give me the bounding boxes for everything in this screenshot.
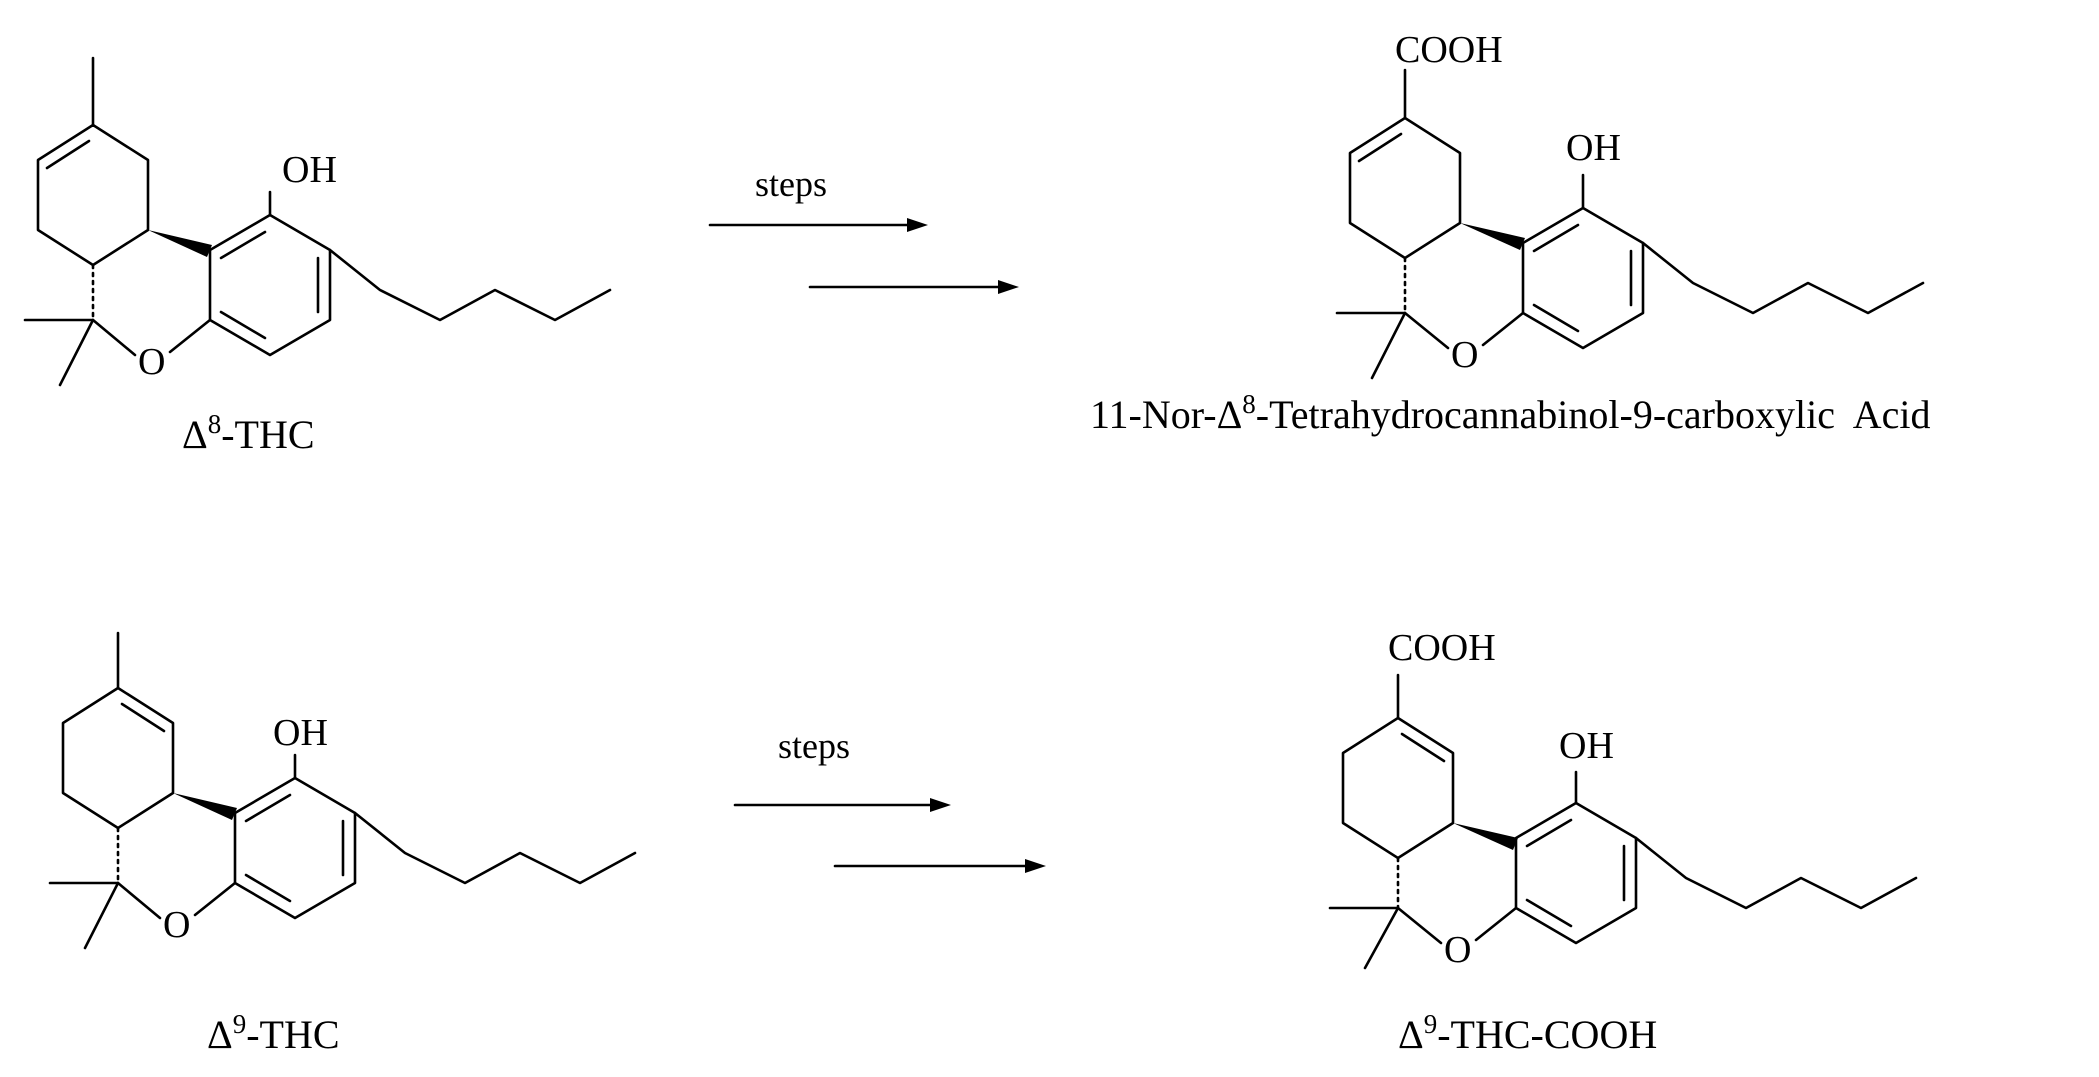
compound-label-delta9-thc-cooh: Δ9-THC-COOH (1398, 1009, 1657, 1057)
atom-label-oh: OH (282, 149, 337, 191)
compound-label-delta9-thc: Δ9-THC (207, 1009, 340, 1057)
compound-label-delta8-thc: Δ8-THC (182, 409, 315, 457)
atom-label-cooh: COOH (1388, 627, 1496, 669)
atom-label-oh: OH (273, 712, 328, 754)
atom-label-ring-oxygen: O (138, 341, 165, 383)
atom-label-ring-oxygen: O (1451, 334, 1478, 376)
atom-label-oh: OH (1559, 725, 1614, 767)
atom-label-ring-oxygen: O (163, 904, 190, 946)
reaction-conditions-steps: steps (778, 726, 850, 766)
atom-label-cooh: COOH (1395, 29, 1503, 71)
atom-label-oh: OH (1566, 127, 1621, 169)
atom-label-ring-oxygen: O (1444, 929, 1471, 971)
reaction-arrows-1: steps (708, 164, 1019, 294)
compound-label-11-nor-delta8-thc-cooh: 11-Nor-Δ8-Tetrahydrocannabinol-9-carboxy… (1090, 389, 1931, 437)
reaction-arrows-2: steps (733, 726, 1046, 873)
reaction-conditions-steps: steps (755, 164, 827, 204)
structure-delta9-thc: OH O (48, 631, 637, 950)
structure-11-nor-delta8-thc-cooh: COOH OH O (1335, 29, 1925, 380)
structure-delta9-thc-cooh: COOH OH O (1328, 627, 1918, 971)
structure-delta8-thc: OH O (23, 56, 612, 387)
